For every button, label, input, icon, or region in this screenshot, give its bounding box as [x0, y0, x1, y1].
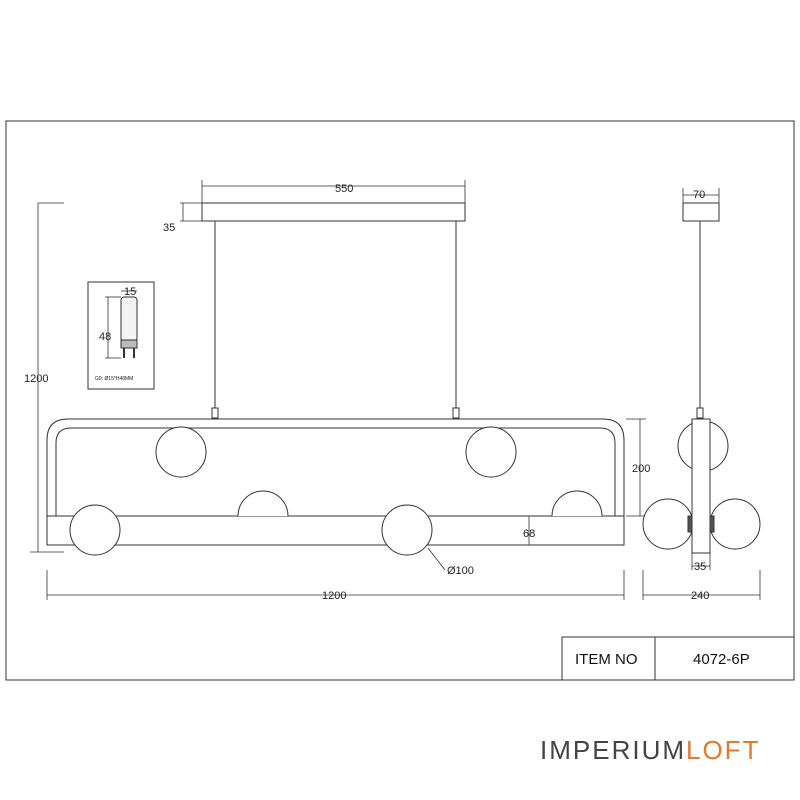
- title-block: [561, 636, 795, 681]
- bulb-base: [120, 339, 138, 349]
- bulb-glass: [120, 296, 138, 342]
- front-dimensions: [30, 180, 646, 600]
- frame-inner: [55, 427, 616, 516]
- dim-canopy-height: 35: [163, 222, 175, 234]
- dim-canopy-width: 550: [335, 183, 353, 195]
- cable-clamp-left: [211, 407, 219, 419]
- side-globe: [642, 498, 694, 550]
- brand-logo-part1: IMPERIUM: [540, 735, 686, 765]
- side-globe: [709, 498, 761, 550]
- canopy: [201, 202, 466, 222]
- side-view: [642, 202, 761, 554]
- side-socket: [687, 515, 693, 533]
- brand-logo: IMPERIUMLOFT: [540, 735, 760, 765]
- globe-half: [551, 490, 603, 517]
- dim-lower-bar-height: 68: [523, 528, 535, 540]
- brand-logo-part2: LOFT: [686, 735, 760, 765]
- inset-width: 15: [124, 286, 136, 298]
- front-view: [46, 202, 625, 556]
- item-no-label: ITEM NO: [575, 651, 638, 668]
- item-no-value: 4072-6P: [693, 651, 750, 668]
- dim-side-bar-width: 35: [694, 561, 706, 573]
- inset-spec: G9: Ø15*H48MM: [95, 376, 133, 382]
- globe-half: [237, 490, 289, 517]
- globe: [69, 504, 121, 556]
- dim-side-canopy-width: 70: [693, 189, 705, 201]
- lower-bar: [46, 515, 625, 546]
- bulb-pins: [123, 348, 135, 358]
- dim-total-height: 1200: [24, 373, 48, 385]
- side-dimensions: [642, 188, 761, 600]
- dim-globe-diameter: Ø100: [447, 565, 474, 577]
- dim-total-length: 1200: [322, 590, 346, 602]
- globe: [155, 426, 207, 478]
- globe: [465, 426, 517, 478]
- side-clamp: [696, 407, 704, 419]
- dim-side-total-width: 240: [691, 590, 709, 602]
- drawing-border: [5, 120, 795, 681]
- bulb-inset: [87, 281, 155, 390]
- inset-height: 48: [99, 331, 111, 343]
- dim-frame-height: 200: [632, 463, 650, 475]
- side-bar: [691, 418, 711, 554]
- side-socket: [709, 515, 715, 533]
- side-canopy: [682, 202, 720, 222]
- globe: [381, 504, 433, 556]
- cable-clamp-right: [452, 407, 460, 419]
